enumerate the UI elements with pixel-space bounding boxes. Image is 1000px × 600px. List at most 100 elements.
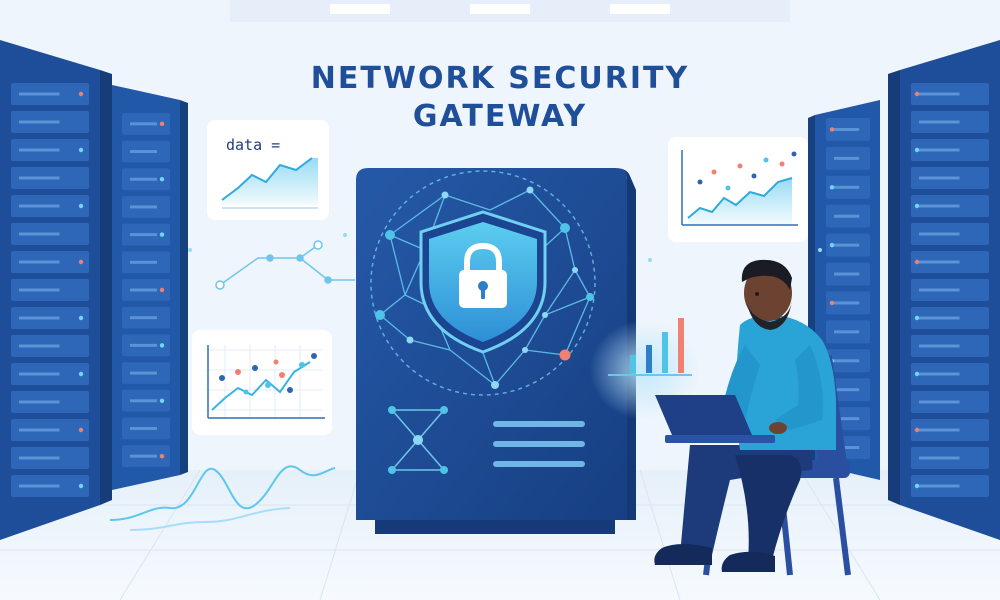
rack-status-led (159, 121, 165, 127)
server-rack-left-outer-slots (11, 83, 89, 497)
rack-slot-bar (834, 417, 860, 421)
rack-status-led (914, 259, 920, 265)
node-cluster-dots (388, 406, 448, 474)
rack-slot-bar (919, 400, 960, 404)
code-chart-card (207, 120, 329, 220)
rack-slot-bar (19, 372, 60, 376)
rack-status-led (159, 232, 165, 237)
decor-dots (188, 233, 822, 262)
rack-slot-bar (19, 344, 60, 348)
rack-slot-bar (19, 232, 60, 236)
ceiling-lights (230, 0, 790, 22)
signal-wave (109, 465, 336, 521)
rack-slot-bar (919, 260, 960, 264)
rack-status-led (829, 242, 835, 248)
rack-slot-bar (834, 330, 860, 334)
person (654, 259, 836, 572)
rack-status-led (829, 185, 835, 190)
rack-slot-bar (19, 288, 60, 292)
rack-slot-bar (919, 344, 960, 348)
rack-slot-bar (19, 456, 60, 460)
scatter-chart-card (192, 330, 332, 435)
rack-slot-bar (130, 288, 157, 292)
rack-status-led (159, 287, 165, 293)
cabinet-vents (493, 421, 585, 467)
rack-slot-bar (834, 214, 860, 218)
rack-status-led (78, 371, 84, 377)
rack-slot-bar (130, 399, 157, 403)
rack-slot-bar (19, 176, 60, 180)
rack-status-led (829, 300, 835, 306)
network-ring (370, 170, 596, 396)
rack-status-led (914, 427, 920, 433)
rack-status-led (914, 483, 920, 489)
rack-slot-bar (19, 400, 60, 404)
server-rack-right-outer-slots (911, 83, 989, 497)
rack-slot-bar (130, 316, 157, 320)
rack-slot-bar (919, 372, 960, 376)
rack-slot-bar (919, 456, 960, 460)
rack-status-led (159, 343, 165, 348)
page-title: NETWORK SECURITY GATEWAY (250, 60, 750, 136)
rack-slot-bar (130, 177, 157, 181)
rack-slot-bar (19, 428, 60, 432)
rack-slot-bar (130, 233, 157, 237)
rack-slot-bar (834, 272, 860, 276)
rack-status-led (159, 177, 165, 182)
rack-status-led (914, 147, 920, 153)
rack-slot-bar (919, 120, 960, 124)
rack-slot-bar (130, 122, 157, 126)
signal-wave-soft (129, 507, 291, 531)
rack-status-led (914, 203, 920, 209)
rack-slot-bar (919, 176, 960, 180)
rack-slot-bar (919, 484, 960, 488)
rack-status-led (78, 427, 84, 433)
rack-slot-bar (919, 428, 960, 432)
rack-status-led (914, 315, 920, 321)
rack-slot-bar (130, 205, 157, 209)
rack-slot-bar (919, 148, 960, 152)
rack-slot-bar (834, 127, 860, 131)
rack-status-led (78, 91, 84, 97)
holo-bar-chart (608, 318, 692, 376)
rack-slot-bar (130, 426, 157, 430)
trend-chart-card (668, 137, 808, 242)
rack-slot-bar (834, 301, 860, 305)
rack-slot-bar (919, 316, 960, 320)
rack-slot-bar (919, 288, 960, 292)
rack-status-led (78, 147, 84, 153)
server-rack-left-inner-slots (122, 113, 170, 467)
network-mesh-nodes (375, 186, 594, 389)
rack-slot-bar (19, 148, 60, 152)
rack-status-led (914, 371, 920, 377)
rack-status-led (78, 203, 84, 209)
laptop (655, 395, 775, 443)
rack-slot-bar (919, 204, 960, 208)
rack-slot-bar (834, 243, 860, 247)
rack-status-led (914, 91, 920, 97)
rack-slot-bar (834, 359, 860, 363)
rack-slot-bar (130, 343, 157, 347)
lock-icon (459, 242, 507, 308)
rack-slot-bar (834, 388, 860, 392)
rack-status-led (78, 259, 84, 265)
rack-status-led (78, 315, 84, 321)
server-rack-right-inner-slots (826, 118, 870, 459)
network-mesh (379, 189, 591, 386)
rack-slot-bar (130, 150, 157, 154)
code-card-label: data = (226, 136, 281, 154)
rack-status-led (159, 398, 165, 403)
rack-slot-bar (834, 185, 860, 189)
rack-slot-bar (19, 484, 60, 488)
rack-slot-bar (834, 156, 860, 160)
rack-slot-bar (19, 316, 60, 320)
network-nodes-left (215, 240, 332, 290)
rack-status-led (829, 127, 835, 132)
page-title-line-2: GATEWAY (412, 99, 588, 134)
rack-slot-bar (130, 260, 157, 264)
node-cluster (391, 409, 445, 471)
rack-slot-bar (919, 92, 960, 96)
rack-status-led (78, 483, 84, 489)
